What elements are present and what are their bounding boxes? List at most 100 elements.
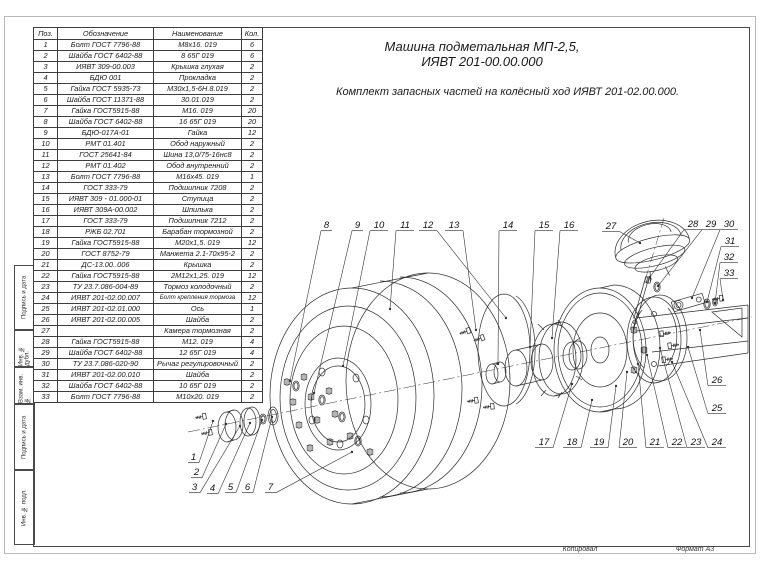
cell-designation: ГОСТ 25641-84 [57,149,154,161]
cell-qty: 20 [241,105,263,117]
callout-number: 28 [687,219,699,230]
cell-designation: ИЯВТ 201-02.01.000 [57,303,154,315]
cell-designation: ИЯВТ 309А-00.002 [57,204,154,216]
callout-number: 17 [539,437,550,448]
cell-pos: 16 [33,204,58,216]
cell-qty: 1 [241,171,263,183]
callout-number: 12 [423,220,434,231]
cell-pos: 22 [33,270,58,282]
cell-name: Шайба [153,314,242,326]
brake-chamber [614,219,691,282]
cell-pos: 8 [33,116,58,128]
cell-pos: 12 [33,160,58,172]
cell-pos: 7 [33,105,58,117]
cell-pos: 15 [33,193,58,205]
callout-number: 15 [539,220,550,231]
cell-name: Шина 13,0/75-16нс8 [153,149,242,161]
callout-number: 3 [192,482,198,493]
cell-designation: ГОСТ 8752-79 [57,248,154,260]
shoe-brake [626,294,688,384]
cell-qty: 2 [241,72,263,84]
cell-name: 8 65Г 019 [153,50,242,62]
cell-name: Камера тормозная [153,325,242,337]
wheel-rims [477,293,536,407]
cell-pos: 29 [33,347,58,359]
cell-designation: Болт ГОСТ 7796-88 [57,39,154,51]
cell-designation: Шайба ГОСТ 6402-88 [57,380,154,392]
cell-qty: 4 [241,347,263,359]
footer-format-label: Формат А3 [675,546,715,553]
cell-name: Ось [153,303,242,315]
cell-qty: 12 [241,292,263,304]
cell-pos: 9 [33,127,58,139]
cell-qty: 2 [241,94,263,106]
cell-pos: 2 [33,50,58,62]
cell-qty: 2 [241,358,263,370]
cell-name: М10х20. 019 [153,391,242,403]
cell-qty: 12 [241,270,263,282]
cell-qty: 2 [241,160,263,172]
callout-number: 6 [245,482,251,493]
cell-designation: ИЯВТ 201-02.00.005 [57,314,154,326]
cell-qty: 2 [241,138,263,150]
cell-designation: БДЮ-017А-01 [57,127,154,139]
callout-number: 5 [228,482,234,493]
drawing-subtitle: Комплект запасных частей на колёсный ход… [336,86,679,98]
callout-number: 33 [724,268,735,279]
cell-pos: 24 [33,292,58,304]
brake-drum [553,284,661,413]
cell-name: Обод внутренний [153,160,242,172]
cell-pos: 21 [33,259,58,271]
cell-name: 2М12х1,25. 019 [153,270,242,282]
cell-designation: Болт ГОСТ 7796-88 [57,391,154,403]
cell-name: Шайба [153,369,242,381]
callout-number: 21 [649,437,661,448]
cell-qty: 2 [241,83,263,95]
cell-qty: 2 [241,325,263,337]
callout-number: 8 [324,220,330,231]
cell-qty: 2 [241,281,263,293]
wheel-fasteners [283,373,374,456]
cell-name: Крышка глухая [153,61,242,73]
col-header-designation: Обозначение [57,27,154,40]
cell-qty: 4 [241,336,263,348]
cell-designation: ДС-13.00..006 [57,259,154,271]
adjusting-lever [670,292,724,313]
cell-name: Гайка [153,127,242,139]
cell-designation: Гайка ГОСТ5915-88 [57,237,154,249]
cell-qty: 2 [241,369,263,381]
callout-number: 7 [268,482,274,493]
callout-number: 18 [567,437,578,448]
col-header-qty: Кол. [241,27,263,40]
cell-pos: 11 [33,149,58,161]
cell-designation: РМТ 01.402 [57,160,154,172]
cell-name: 10 65Г 019 [153,380,242,392]
cell-designation: ИЯВТ 201-02.00.010 [57,369,154,381]
cell-designation: Гайка ГОСТ5915-88 [57,105,154,117]
callout-number: 13 [449,220,460,231]
cell-pos: 26 [33,314,58,326]
cell-qty: 2 [241,259,263,271]
cell-designation: РМТ 01.401 [57,138,154,150]
cell-qty: 2 [241,149,263,161]
cell-designation: Шайба ГОСТ 6402-88 [57,116,154,128]
cell-name: Шпилька [153,204,242,216]
cell-name: Ступица [153,193,242,205]
cell-name: Тормоз колодочный [153,281,242,293]
callout-number: 32 [724,252,735,263]
callout-number: 19 [594,437,605,448]
cell-name: Болт крепления тормоза [153,292,242,304]
